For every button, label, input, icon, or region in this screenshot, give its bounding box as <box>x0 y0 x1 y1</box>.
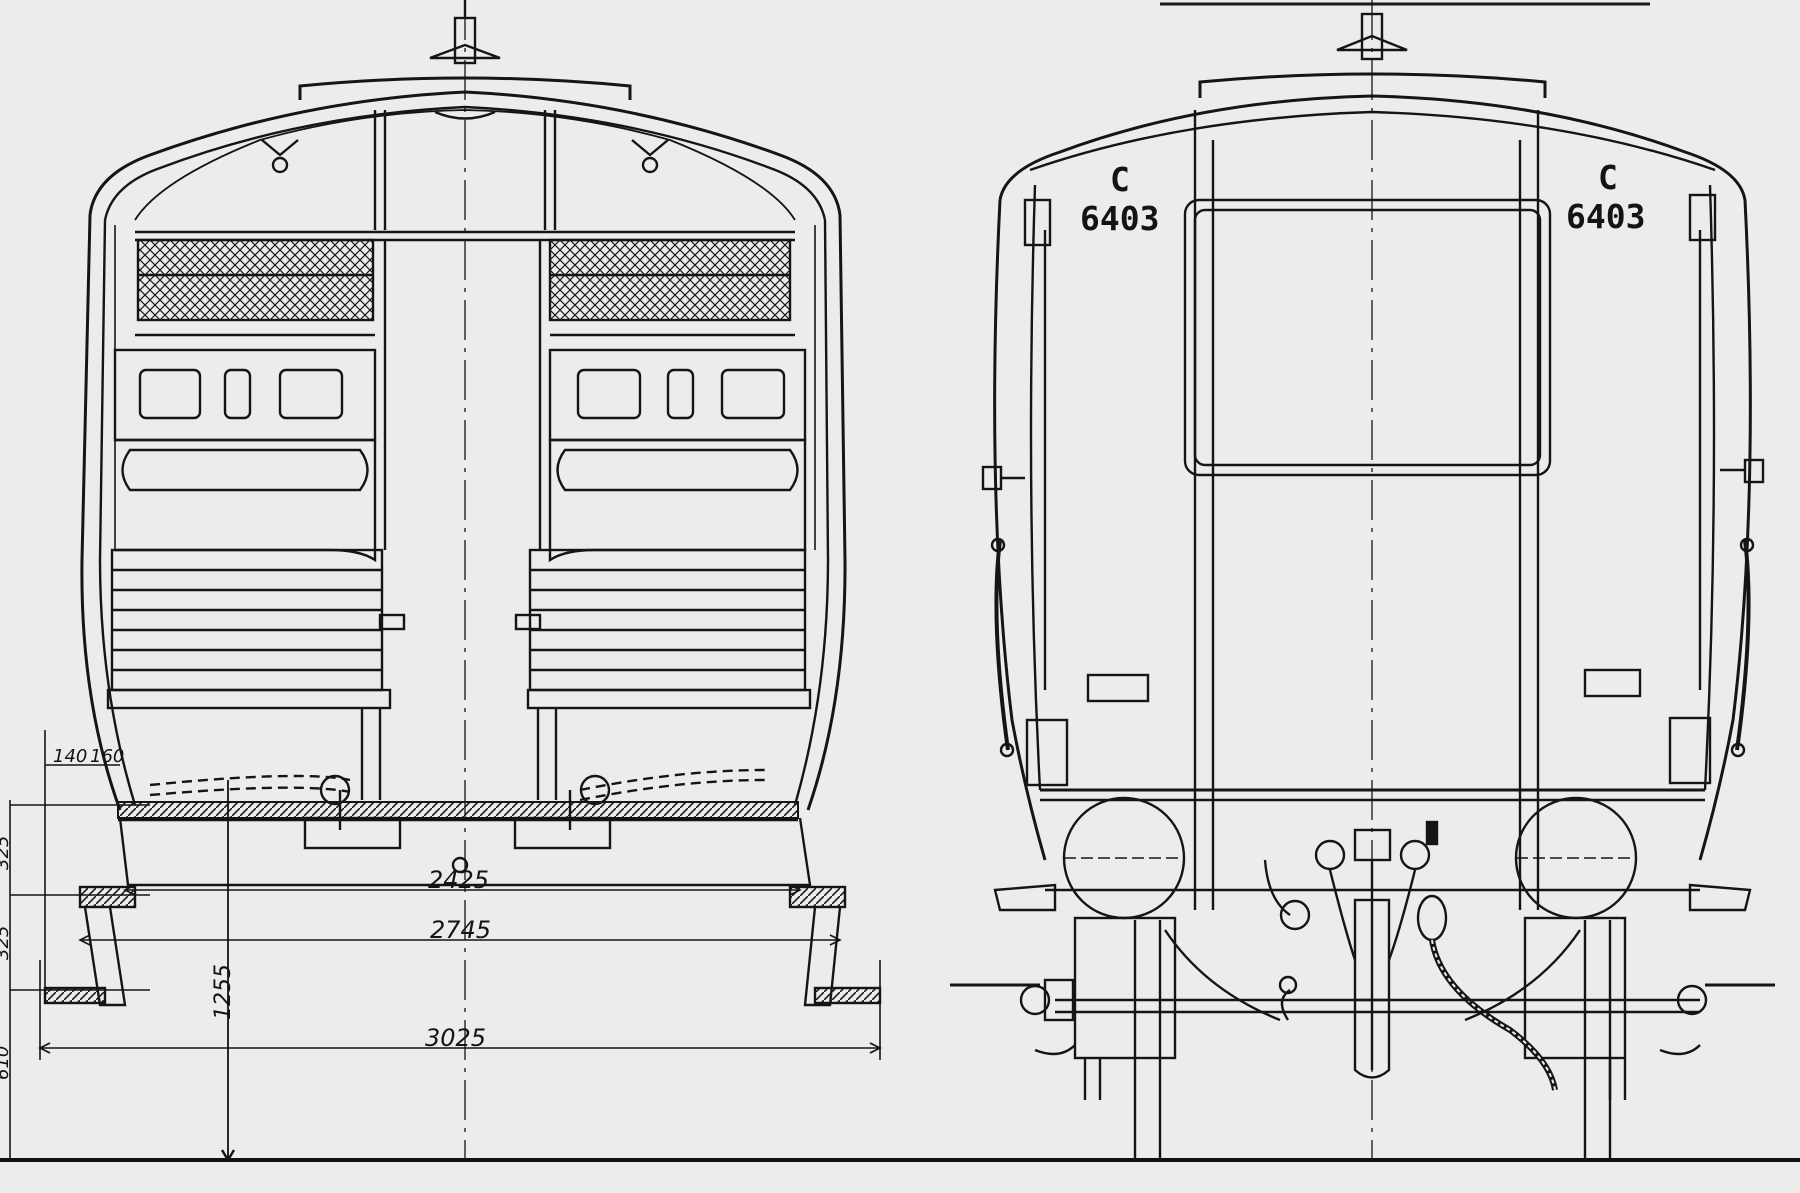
buffer-beam-left <box>993 883 1057 912</box>
tail-lamp-bracket-bottom-left <box>1025 718 1069 787</box>
left-class-letter: C <box>1110 160 1130 199</box>
end-roof-outer <box>998 94 1747 201</box>
roof-lamp-fitting <box>429 0 501 120</box>
left-coach-number: 6403 <box>1080 199 1159 238</box>
buffer-beam-right <box>1688 883 1752 912</box>
tail-lamp-bracket-bottom-right <box>1668 716 1712 785</box>
seat-back-left <box>115 438 377 563</box>
dim-3025: 3025 <box>425 1024 486 1052</box>
end-body-left <box>993 199 1047 861</box>
dim-610: 610 <box>0 1046 13 1080</box>
dim-2425: 2425 <box>428 866 489 894</box>
section-dimension-labels: 2425 2745 3025 140 160 1255 325 325 610 <box>0 746 491 1080</box>
section-dimensions <box>9 730 882 1160</box>
dim-2745: 2745 <box>430 916 491 944</box>
screw-coupling <box>1314 828 1431 1079</box>
end-view-markings: C 6403 C 6403 <box>1080 158 1645 238</box>
footstep-lower-right <box>813 986 882 1005</box>
floor-board <box>117 801 799 819</box>
heater-pipe-right <box>579 768 766 792</box>
seat-bench-left <box>106 548 406 800</box>
end-roof-vent <box>1198 72 1547 98</box>
dim-325-upper: 325 <box>0 836 13 870</box>
section-side-left <box>80 214 122 811</box>
end-gangway-door <box>1183 110 1552 910</box>
buffer-housing-left <box>1073 916 1177 1060</box>
footstep-upper-right <box>788 885 847 909</box>
section-roof-inner <box>103 105 827 221</box>
seat-back-right <box>548 438 807 563</box>
section-side-right <box>806 214 847 811</box>
end-view <box>950 0 1775 1160</box>
compartment-partition-left <box>113 348 377 442</box>
end-step-left <box>1019 978 1076 1056</box>
seat-bench-right <box>514 548 812 800</box>
section-roof-outer <box>88 90 842 216</box>
right-class-letter: C <box>1598 158 1618 197</box>
heater-pipe-left <box>149 774 351 787</box>
end-door-window <box>1183 198 1552 477</box>
footstep-upper-left <box>78 885 137 909</box>
end-plate-left <box>1086 673 1150 703</box>
cross-section-view <box>43 0 882 1163</box>
end-plate-right <box>1583 668 1642 698</box>
dim-140: 140 <box>53 746 87 767</box>
underframe-section <box>118 817 812 887</box>
ceiling-lamp-right <box>641 156 659 174</box>
dim-325-lower: 325 <box>0 926 13 960</box>
end-step-right <box>1659 984 1708 1056</box>
right-coach-number: 6403 <box>1566 197 1645 236</box>
end-roof-lamp <box>1336 12 1408 61</box>
end-body-right <box>1698 199 1752 861</box>
luggage-rack-left <box>136 238 375 322</box>
dim-1255: 1255 <box>211 964 236 1020</box>
luggage-rack-right <box>548 238 792 322</box>
floor-bracket-left <box>303 816 402 850</box>
tail-lamp-bracket-top-left <box>1023 198 1052 247</box>
tail-lamp-bracket-top-right <box>1688 193 1717 242</box>
floor-bracket-right <box>513 816 612 850</box>
end-roof-inner <box>1029 110 1716 172</box>
compartment-partition-right <box>548 348 807 442</box>
brake-hose <box>1416 820 1558 1091</box>
ceiling-lamp-left <box>271 156 289 174</box>
dim-160: 160 <box>90 746 124 767</box>
